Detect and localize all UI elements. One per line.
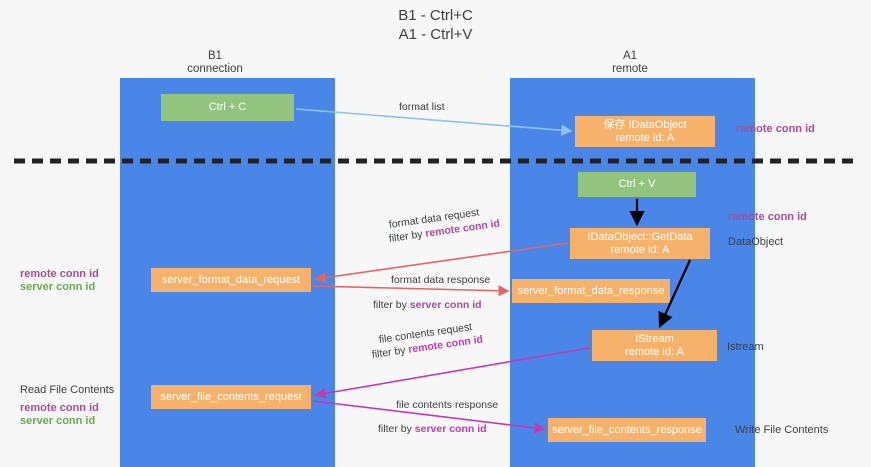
node-server-format-data-response[interactable]: server_format_data_response xyxy=(512,279,670,303)
arrow-label-file-contents-response: file contents response xyxy=(396,399,499,411)
node-idataobject-getdata-line2: remote id: A xyxy=(610,243,670,256)
label-left-bottom-server-conn-id: server conn id xyxy=(20,415,96,427)
node-istream-line1: IStream xyxy=(635,332,674,345)
node-save-idataobject-line2: remote id: A xyxy=(615,131,675,144)
arrow-label-format-list: format list xyxy=(399,101,445,113)
node-server-format-data-response-label: server_format_data_response xyxy=(517,284,665,297)
label-right-write-file-contents: Write File Contents xyxy=(735,424,829,436)
column-header-b1: B1 connection xyxy=(187,50,243,75)
node-ctrl-c[interactable]: Ctrl + C xyxy=(161,94,294,121)
node-save-idataobject-line1: 保存 IDataObject xyxy=(603,118,687,131)
node-idataobject-getdata-line1: IDataObject::GetData xyxy=(587,230,693,243)
column-header-a1: A1 remote xyxy=(612,50,648,75)
filter-prefix-3: filter by xyxy=(371,343,410,361)
node-idataobject-getdata[interactable]: IDataObject::GetData remote id: A xyxy=(570,228,710,259)
node-istream-line2: remote id: A xyxy=(625,345,684,358)
node-save-idataobject[interactable]: 保存 IDataObject remote id: A xyxy=(575,116,715,147)
node-server-format-data-request[interactable]: server_format_data_request xyxy=(151,268,311,292)
node-ctrl-v-label: Ctrl + V xyxy=(618,178,656,190)
label-right-istream: Istream xyxy=(727,341,764,353)
node-ctrl-v[interactable]: Ctrl + V xyxy=(578,172,696,197)
page-title: B1 - Ctrl+C A1 - Ctrl+V xyxy=(398,7,473,43)
node-server-file-contents-response-label: server_file_contents_response xyxy=(552,423,702,436)
node-istream[interactable]: IStream remote id: A xyxy=(592,330,717,361)
label-left-remote-conn-id: remote conn id xyxy=(20,268,99,280)
arrow-label-format-data-response-filter: filter by server conn id xyxy=(373,299,482,312)
filter-value-4: server conn id xyxy=(414,423,487,435)
node-server-file-contents-request-label: server_file_contents_request xyxy=(160,390,302,403)
arrow-label-file-contents-response-filter: filter by server conn id xyxy=(378,423,487,436)
label-right-remote-conn-id-top: remote conn id xyxy=(736,123,815,135)
filter-prefix-2: filter by xyxy=(373,299,410,311)
node-server-file-contents-request[interactable]: server_file_contents_request xyxy=(151,385,311,409)
filter-prefix-4: filter by xyxy=(378,423,415,435)
node-server-file-contents-response[interactable]: server_file_contents_response xyxy=(548,418,706,442)
filter-value-2: server conn id xyxy=(409,299,482,311)
label-left-bottom-remote-conn-id: remote conn id xyxy=(20,402,99,414)
arrow-label-format-data-response: format data response xyxy=(391,274,491,286)
label-right-remote-conn-id-mid: remote conn id xyxy=(728,211,807,223)
node-server-format-data-request-label: server_format_data_request xyxy=(161,273,301,286)
label-left-read-file-contents: Read File Contents xyxy=(20,384,115,396)
node-ctrl-c-label: Ctrl + C xyxy=(208,101,247,113)
label-right-dataobject: DataObject xyxy=(728,236,784,248)
label-left-server-conn-id: server conn id xyxy=(20,281,96,293)
